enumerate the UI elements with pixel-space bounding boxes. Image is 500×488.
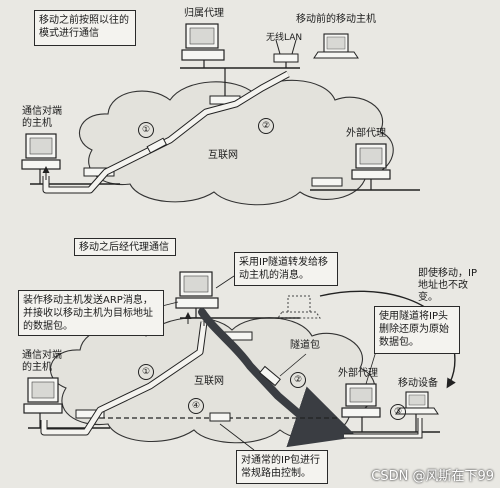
top-packet [146,137,168,154]
bottom-home-agent-computer [175,271,219,309]
routing-note-box: 对通常的IP包进行常规路由控制。 [236,450,328,484]
bottom-section-title: 移动之后经代理通信 [74,238,176,256]
home-agent-computer [181,23,225,68]
restore-note-box: 使用隧道将IP头删除还原为原始数据包。 [374,306,460,354]
wireless-access-point [273,39,299,63]
bottom-path-4-marker: ④ [188,398,204,414]
ip-tunnel-note-box: 采用IP隧道转发给移动主机的消息。 [234,252,338,286]
mobile-host-laptop [313,33,359,59]
top-foreign-agent-computer [351,143,391,180]
top-internet-cloud [78,79,394,206]
tunnel-packet-label: 隧道包 [290,340,320,351]
bottom-correspondent-computer [23,377,63,414]
arp-note-box: 装作移动主机发送ARP消息，并接收以移动主机为目标地址的数据包。 [18,290,164,336]
top-path-2-marker: ② [258,118,274,134]
top-section [21,23,420,206]
top-internet-label: 互联网 [208,150,238,161]
mobile-before-label: 移动前的移动主机 [296,14,376,25]
path-to-mobile-device [344,418,423,439]
ip-tunnel-path [198,308,358,448]
foreign-router [311,177,343,187]
bottom-correspondent-label: 通信对端的主机 [22,350,62,373]
mobile-device-laptop [395,391,439,415]
old-location-laptop [277,295,321,319]
routing-packet [209,412,231,422]
top-correspondent-computer [21,133,61,170]
bottom-foreign-agent-computer [341,383,381,418]
ip-unchanged-note: 即使移动，IP地址也不改变。 [418,268,477,303]
watermark: CSDN @风斯在下99 [371,469,494,484]
bottom-path-2-marker: ② [290,372,306,388]
top-correspondent-label: 通信对端的主机 [22,106,62,129]
top-foreign-agent-label: 外部代理 [346,128,386,139]
top-note-box: 移动之前按照以往的模式进行通信 [34,10,136,46]
tunnel-packet-box [259,365,281,387]
bottom-correspondent-router [75,409,105,419]
mobile-device-label: 移动设备 [398,378,438,389]
bottom-internet-label: 互联网 [194,376,224,387]
home-agent-label: 归属代理 [184,8,224,19]
bottom-path-1-marker: ① [138,364,154,380]
wireless-lan-label: 无线LAN [266,33,303,43]
bottom-foreign-agent-label: 外部代理 [338,368,378,379]
top-path-1-marker: ① [138,122,154,138]
bottom-path-3-marker: ③ [390,404,406,420]
